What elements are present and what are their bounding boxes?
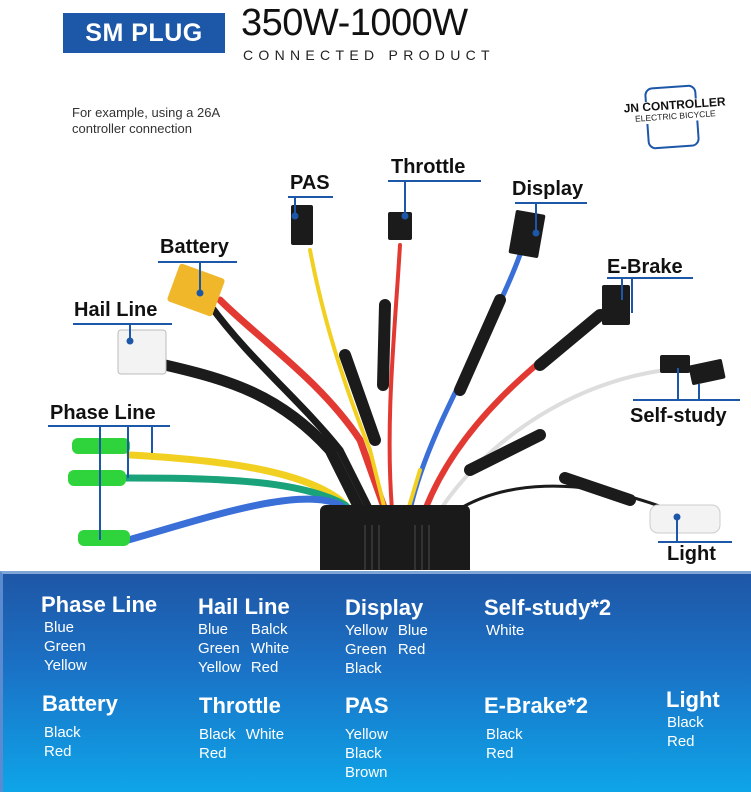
phase-wire-yellow bbox=[126, 451, 364, 524]
legend-color: Red bbox=[199, 745, 227, 762]
legend-title: Battery bbox=[42, 691, 118, 716]
legend-color: Balck bbox=[250, 621, 288, 638]
legend-color: Black bbox=[345, 660, 382, 677]
battery-wire-red bbox=[216, 296, 389, 514]
legend-color: White bbox=[250, 640, 290, 657]
legend-ebrake: E-Brake*2 Black Red bbox=[484, 693, 588, 763]
legend-color: Black bbox=[486, 726, 523, 743]
label-ebrake: E-Brake bbox=[607, 256, 683, 278]
legend-color: Green bbox=[44, 638, 86, 655]
legend-color: Black bbox=[667, 714, 704, 731]
legend-color: Blue bbox=[397, 622, 428, 639]
legend-color: Yellow bbox=[345, 622, 388, 639]
label-throttle: Throttle bbox=[391, 156, 466, 178]
legend-color: Brown bbox=[345, 764, 388, 781]
label-battery: Battery bbox=[160, 236, 229, 258]
legend-color: Red bbox=[250, 659, 279, 676]
legend-title: PAS bbox=[345, 693, 389, 718]
legend-throttle: Throttle Black Red White bbox=[199, 693, 284, 763]
brand-logo: JN CONTROLLER ELECTRIC BICYCLE bbox=[619, 94, 731, 126]
legend-title: Self-study*2 bbox=[484, 595, 612, 620]
legend-color: Green bbox=[198, 640, 240, 657]
ebrake-connector bbox=[602, 285, 630, 325]
legend-color: White bbox=[486, 622, 525, 639]
legend-color: Yellow bbox=[345, 726, 388, 743]
legend-title: Hail Line bbox=[198, 594, 290, 619]
legend-display: Display Yellow Green Black Blue Red bbox=[345, 595, 428, 678]
power-range-title: 350W-1000W bbox=[241, 2, 468, 44]
legend-color: Black bbox=[199, 726, 236, 743]
hail-connector bbox=[117, 329, 167, 375]
battery-connector bbox=[167, 263, 225, 317]
self-study-wire bbox=[438, 368, 667, 512]
label-pas: PAS bbox=[290, 172, 330, 194]
legend-light: Light Black Red bbox=[666, 687, 720, 751]
label-light: Light bbox=[667, 543, 716, 565]
legend-color: Black bbox=[345, 745, 382, 762]
light-connector bbox=[649, 504, 721, 534]
legend-hail-line: Hail Line Blue Green Yellow Balck White … bbox=[198, 594, 290, 677]
legend-pas: PAS Yellow Black Brown bbox=[345, 693, 389, 782]
self-study-connector-1 bbox=[660, 355, 690, 373]
legend-color: Green bbox=[345, 641, 387, 658]
legend-title: Throttle bbox=[199, 693, 281, 718]
legend-title: Display bbox=[345, 595, 424, 620]
subtitle: CONNECTED PRODUCT bbox=[243, 47, 495, 63]
legend-color: Red bbox=[667, 733, 695, 750]
legend-title: Phase Line bbox=[41, 592, 158, 617]
legend-color: Yellow bbox=[44, 657, 87, 674]
hail-wire bbox=[159, 359, 366, 516]
label-hail-line: Hail Line bbox=[74, 299, 158, 321]
phase-terminal-green bbox=[68, 470, 126, 486]
legend-color: Red bbox=[486, 745, 514, 762]
legend-color: White bbox=[245, 726, 285, 743]
battery-wire-black bbox=[206, 301, 374, 514]
legend-phase-line: Phase Line Blue Green Yellow bbox=[41, 592, 157, 675]
legend-self-study: Self-study*2 White bbox=[484, 595, 611, 640]
throttle-wire bbox=[387, 243, 402, 512]
legend-color: Blue bbox=[198, 621, 229, 638]
wire-color-legend: Phase Line Blue Green Yellow Hail Line B… bbox=[0, 571, 751, 792]
controller-box bbox=[320, 505, 470, 570]
phase-wire-blue bbox=[124, 495, 364, 544]
light-wire bbox=[448, 484, 672, 517]
legend-color: Black bbox=[44, 724, 81, 741]
self-study-connector-2 bbox=[688, 359, 726, 385]
legend-battery: Battery Black Red bbox=[42, 691, 118, 761]
legend-title: Light bbox=[666, 687, 720, 712]
legend-color: Yellow bbox=[198, 659, 241, 676]
phase-terminal-blue bbox=[78, 530, 130, 546]
pas-wire bbox=[308, 248, 387, 512]
label-self-study: Self-study bbox=[630, 405, 727, 427]
product-badge: SM PLUG bbox=[63, 13, 225, 53]
legend-color: Red bbox=[397, 641, 426, 658]
controller-wiring-illustration bbox=[48, 180, 740, 570]
display-connector bbox=[508, 210, 546, 258]
label-phase-line: Phase Line bbox=[50, 402, 156, 424]
legend-color: Red bbox=[44, 743, 72, 760]
label-display: Display bbox=[512, 178, 584, 200]
example-note: For example, using a 26A controller conn… bbox=[72, 105, 220, 136]
legend-color: Blue bbox=[44, 619, 75, 636]
legend-title: E-Brake*2 bbox=[484, 693, 588, 718]
